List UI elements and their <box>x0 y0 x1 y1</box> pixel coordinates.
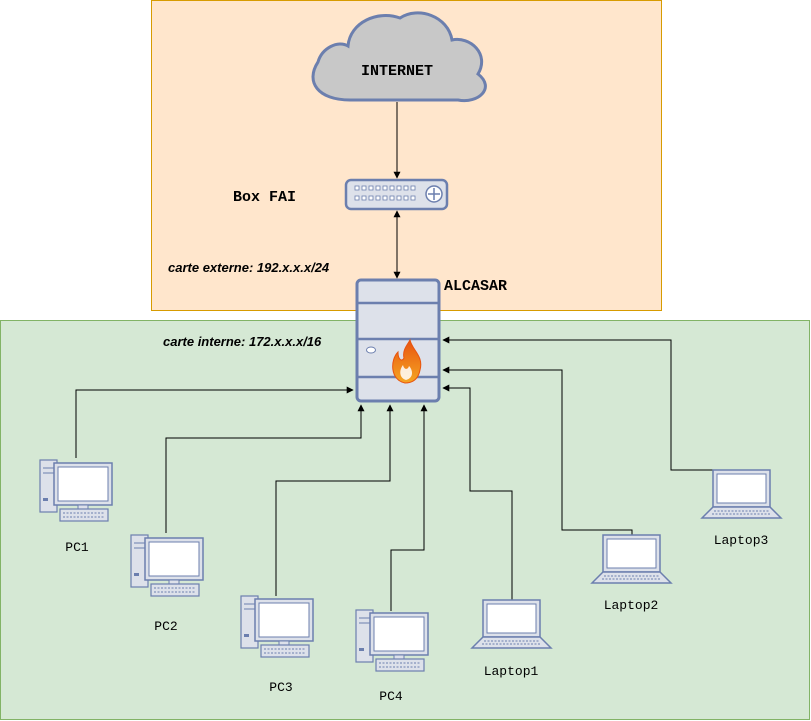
link-pc1 <box>75 386 354 458</box>
laptop1-label: Laptop1 <box>484 664 539 679</box>
internal-nic-label: carte interne: 172.x.x.x/16 <box>163 334 322 349</box>
link-laptop3 <box>442 336 741 471</box>
box-label: Box FAI <box>233 189 296 206</box>
link-pc4 <box>390 404 428 611</box>
pc4-label: PC4 <box>379 689 403 704</box>
pc3-desktop-icon <box>240 595 314 658</box>
pc4-desktop-icon <box>355 609 429 672</box>
link-pc3 <box>275 404 394 596</box>
pc2-label: PC2 <box>154 619 177 634</box>
router-icon <box>344 178 449 211</box>
pc3-label: PC3 <box>269 680 292 695</box>
link-pc2 <box>165 404 365 533</box>
link-laptop1 <box>442 384 513 600</box>
server-firewall-icon <box>355 278 441 403</box>
laptop1-icon <box>470 599 553 649</box>
laptop2-label: Laptop2 <box>604 598 659 613</box>
internet-label: INTERNET <box>361 63 433 80</box>
laptop2-icon <box>590 534 673 584</box>
laptop3-label: Laptop3 <box>714 533 769 548</box>
pc1-label: PC1 <box>65 540 89 555</box>
laptop3-icon <box>700 469 783 519</box>
server-label: ALCASAR <box>444 278 507 295</box>
pc1-desktop-icon <box>39 459 113 522</box>
link-laptop2 <box>442 366 633 535</box>
internet-cloud-icon <box>311 11 487 103</box>
external-nic-label: carte externe: 192.x.x.x/24 <box>168 260 330 275</box>
pc2-desktop-icon <box>130 534 204 597</box>
